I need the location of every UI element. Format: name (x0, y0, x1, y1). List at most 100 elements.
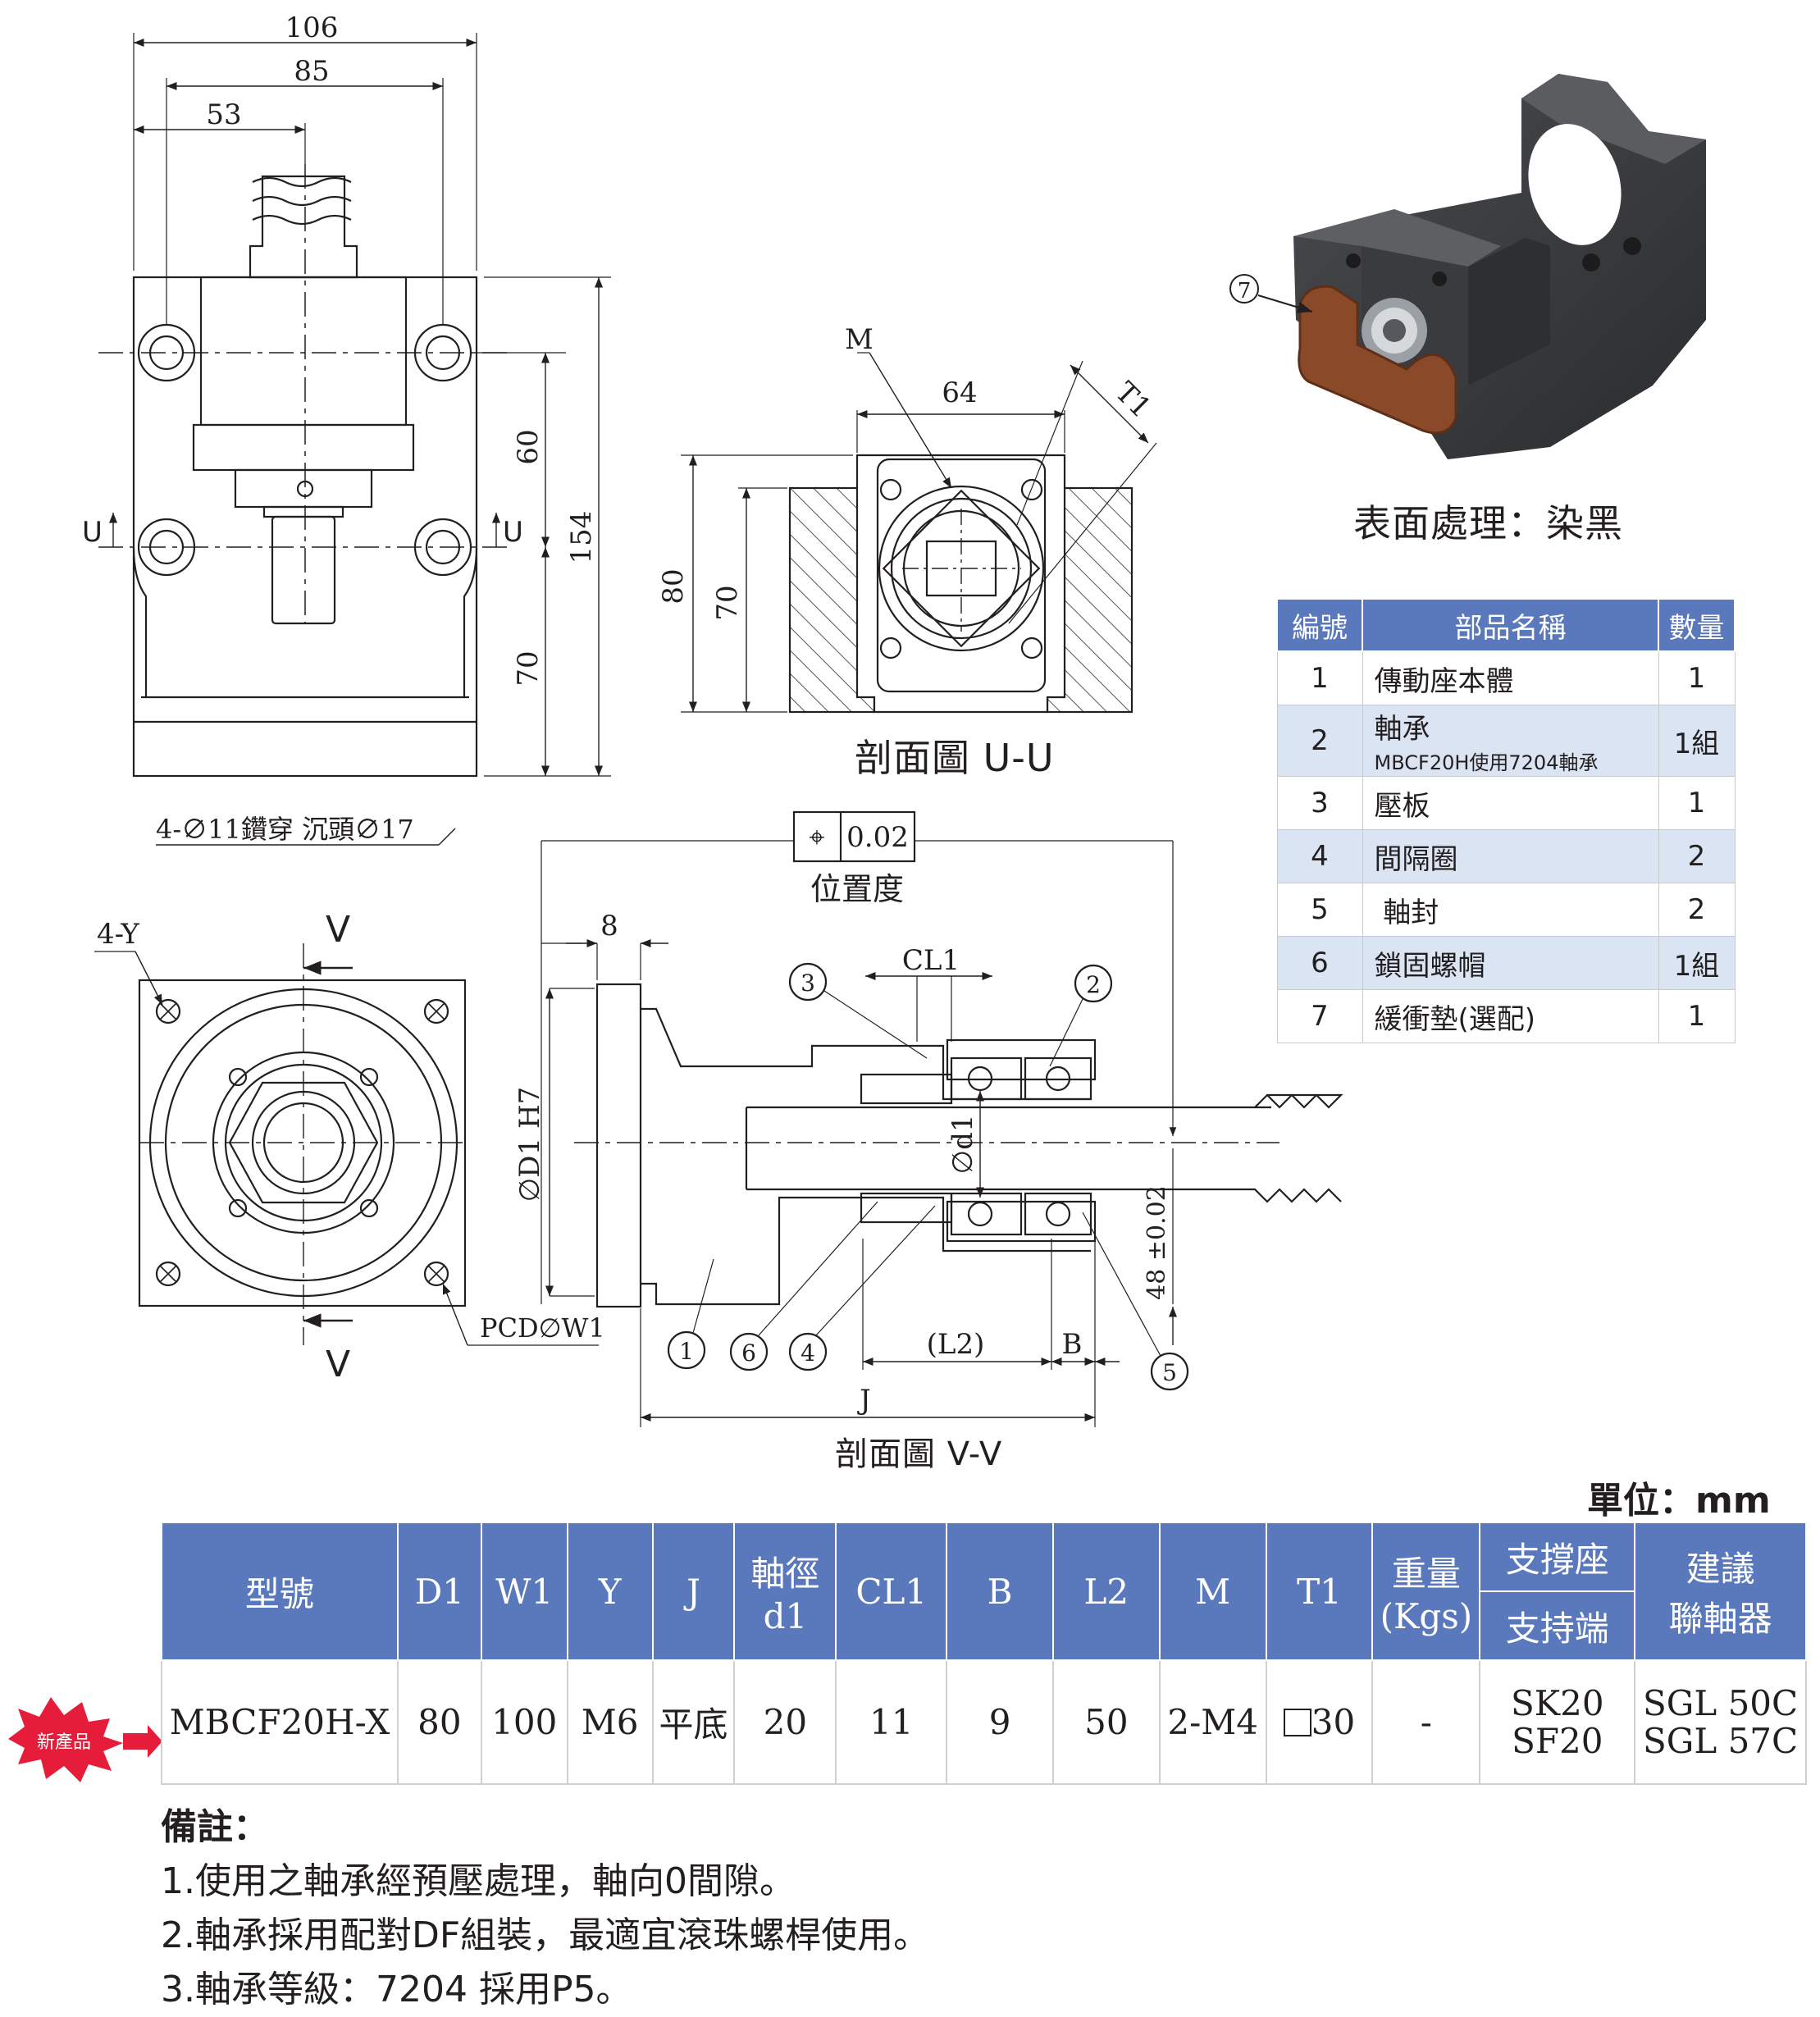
dim-overall-width: 106 (285, 11, 339, 44)
spec-t1: 30 (1311, 1702, 1356, 1742)
spec-weight: - (1371, 1659, 1481, 1785)
parts-header-no: 編號 (1276, 598, 1363, 652)
part-name: 傳動座本體 (1362, 650, 1659, 705)
spec-j: 平底 (651, 1659, 736, 1785)
part-name: 壓板 (1362, 776, 1659, 830)
part-name-cell: 軸承 MBCF20H使用7204軸承 (1362, 705, 1659, 777)
spec-model: MBCF20H-X (161, 1659, 399, 1785)
spec-header-shaft-a: 軸徑 (750, 1554, 820, 1594)
table-row: 1 傳動座本體 1 (1276, 650, 1736, 705)
arrow-icon (123, 1725, 162, 1758)
dim-b: B (1062, 1328, 1083, 1361)
part-qty: 1 (1658, 650, 1736, 705)
spec-coupling-2: SGL 57C (1643, 1720, 1799, 1761)
spec-coupling-cell: SGL 50C SGL 57C (1634, 1659, 1807, 1785)
spec-shaft: 20 (733, 1659, 837, 1785)
parts-table: 編號 部品名稱 數量 1 傳動座本體 1 2 軸承 MBCF20H使用7204軸… (1276, 598, 1736, 1043)
part-name: 軸承 (1374, 713, 1430, 746)
part-no: 1 (1276, 650, 1363, 705)
section-mark-left: U (82, 516, 103, 549)
part-qty: 2 (1658, 883, 1736, 937)
tolerance-symbol: ⌖ (809, 821, 824, 854)
dim-j: J (857, 1384, 871, 1417)
dim-height-lower: 70 (512, 650, 545, 686)
part-no: 7 (1276, 989, 1363, 1043)
spec-support-2: SF20 (1512, 1720, 1603, 1761)
caption-section-vv: 剖面圖 V-V (835, 1435, 1003, 1473)
section-vv (541, 810, 1343, 1427)
dim-height-upper: 60 (512, 429, 545, 464)
spec-header-j: J (651, 1522, 736, 1661)
spec-header-t1: T1 (1265, 1522, 1374, 1661)
spec-header-shaft: 軸徑 d1 (733, 1522, 837, 1661)
part-qty: 2 (1658, 829, 1736, 883)
spec-header-weight: 重量 (Kgs) (1371, 1522, 1481, 1661)
spec-header-d1: D1 (396, 1522, 482, 1661)
spec-support-cell: SK20 SF20 (1479, 1659, 1636, 1785)
spec-header-cl1: CL1 (835, 1522, 948, 1661)
caption-surface-treatment: 表面處理：染黑 (1353, 501, 1623, 545)
dim-d1-bore: ∅D1 H7 (513, 1087, 546, 1202)
balloon-1: 1 (679, 1338, 694, 1365)
spec-header-y: Y (566, 1522, 654, 1661)
part-qty: 1 (1658, 989, 1736, 1043)
part-sub: MBCF20H使用7204軸承 (1374, 751, 1599, 774)
square-icon (1283, 1709, 1311, 1736)
spec-header-m: M (1158, 1522, 1267, 1661)
label-v-bottom: V (326, 1344, 350, 1385)
label-pcd: PCD∅W1 (480, 1312, 605, 1344)
table-row: 4 間隔圈 2 (1276, 829, 1736, 883)
badge-text: 新產品 (37, 1732, 91, 1753)
spec-header-w1: W1 (480, 1522, 568, 1661)
table-row: 2 軸承 MBCF20H使用7204軸承 1組 (1276, 705, 1736, 777)
technical-drawing: 106 85 53 60 70 154 U U 4-∅11鑽穿 沉頭∅17 M … (82, 11, 1706, 1427)
starburst-icon (8, 1697, 123, 1782)
spec-header-shaft-b: d1 (763, 1596, 808, 1636)
dim-uu-width: 64 (942, 376, 977, 409)
dim-height-total: 154 (565, 511, 598, 564)
spec-header-l2: L2 (1051, 1522, 1161, 1661)
unit-label: 單位：mm (1587, 1480, 1771, 1522)
section-mark-right: U (503, 516, 523, 549)
notes-title: 備註： (161, 1806, 269, 1848)
caption-section-uu: 剖面圖 U-U (855, 736, 1055, 780)
spec-table: 型號 D1 W1 Y J 軸徑 d1 CL1 B L2 M T1 重量 (Kgs… (161, 1522, 1807, 1785)
part-qty: 1組 (1658, 936, 1736, 990)
label-t1: T1 (1109, 376, 1158, 425)
tolerance-label: 位置度 (810, 871, 904, 907)
parts-header-name: 部品名稱 (1362, 598, 1659, 652)
note-item: 3.軸承等級：7204 採用P5。 (161, 1969, 632, 2010)
part-qty: 1 (1658, 776, 1736, 830)
balloon-6: 6 (741, 1339, 756, 1367)
spec-header-b: B (946, 1522, 1054, 1661)
spec-coupling-1: SGL 50C (1643, 1682, 1799, 1723)
note-item: 1.使用之軸承經預壓處理，軸向0間隙。 (161, 1860, 796, 1902)
part-no: 4 (1276, 829, 1363, 883)
part-no: 3 (1276, 776, 1363, 830)
balloon-2: 2 (1086, 971, 1101, 998)
product-photo: 7 (1229, 74, 1706, 459)
table-row: 5 軸封 2 (1276, 883, 1736, 937)
notes: 備註： 1.使用之軸承經預壓處理，軸向0間隙。 2.軸承採用配對DF組裝，最適宜… (161, 1800, 929, 2017)
dim-half-width: 53 (206, 98, 241, 131)
label-four-y: 4-Y (97, 918, 139, 951)
dim-uu-inner: 70 (711, 585, 744, 620)
parts-header-qty: 數量 (1658, 598, 1736, 652)
balloon-4: 4 (801, 1339, 815, 1367)
side-view (94, 943, 599, 1346)
balloon-3: 3 (801, 970, 815, 997)
part-no: 5 (1276, 883, 1363, 937)
spec-d1: 80 (396, 1659, 482, 1785)
spec-header-support: 支撐座 (1479, 1522, 1636, 1592)
spec-b: 9 (946, 1659, 1054, 1785)
label-m: M (845, 323, 874, 356)
part-no: 2 (1276, 705, 1363, 777)
dim-d1-shaft: ∅d1 (946, 1114, 979, 1174)
dim-uu-outer: 80 (657, 568, 690, 604)
spec-header-coupling: 建議 聯軸器 (1634, 1522, 1807, 1661)
spec-l2: 50 (1051, 1659, 1161, 1785)
table-row: MBCF20H-X 80 100 M6 平底 20 11 9 50 2-M4 3… (161, 1659, 1807, 1785)
part-no: 6 (1276, 936, 1363, 990)
spec-t1-cell: 30 (1265, 1659, 1374, 1785)
note-item: 2.軸承採用配對DF組裝，最適宜滾珠螺桿使用。 (161, 1914, 930, 1956)
